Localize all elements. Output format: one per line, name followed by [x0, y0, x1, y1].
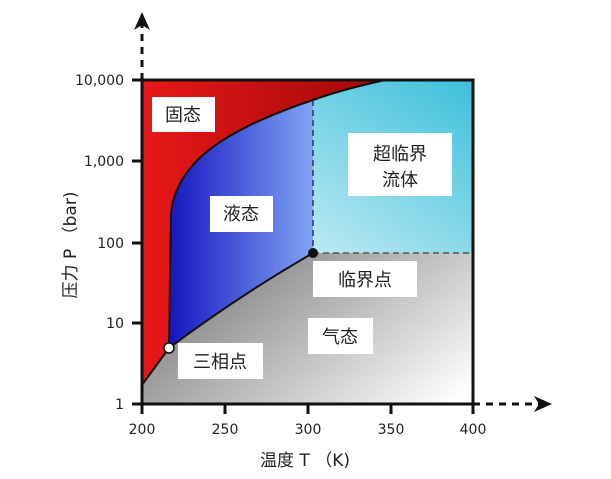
y-tick-label: 100	[97, 236, 124, 252]
x-tick-label: 200	[129, 422, 156, 438]
melting-curve	[168, 79, 386, 349]
x-tick-label: 250	[212, 422, 239, 438]
y-tick-label: 10,000	[75, 73, 124, 89]
x-ticks	[140, 404, 475, 414]
x-axis-label: 温度 T （K)	[260, 451, 350, 471]
gas-label: 气态	[322, 327, 358, 348]
solid-label: 固态	[165, 105, 201, 126]
x-axis-arrowhead-icon	[534, 396, 552, 412]
supercritical-label-line1: 超临界	[373, 144, 427, 165]
sublimation-curve	[141, 347, 170, 386]
triple-point-marker	[163, 342, 175, 354]
y-axis-arrowhead-icon	[134, 12, 150, 30]
y-tick-label: 1	[115, 397, 124, 413]
x-tick-label: 400	[460, 422, 487, 438]
liquid-label: 液态	[223, 204, 259, 225]
y-axis-label: 压力 P （bar)	[61, 192, 81, 299]
x-tick-label: 300	[295, 422, 322, 438]
y-tick-label: 10	[106, 316, 124, 332]
vaporization-curve	[168, 252, 314, 349]
y-ticks	[132, 78, 142, 406]
triple-point-label: 三相点	[193, 352, 247, 373]
critical-point-label: 临界点	[338, 270, 392, 291]
x-tick-label: 350	[378, 422, 405, 438]
y-tick-label: 1,000	[84, 154, 124, 170]
critical-point-marker	[308, 248, 318, 258]
supercritical-label-line2: 流体	[382, 170, 418, 191]
